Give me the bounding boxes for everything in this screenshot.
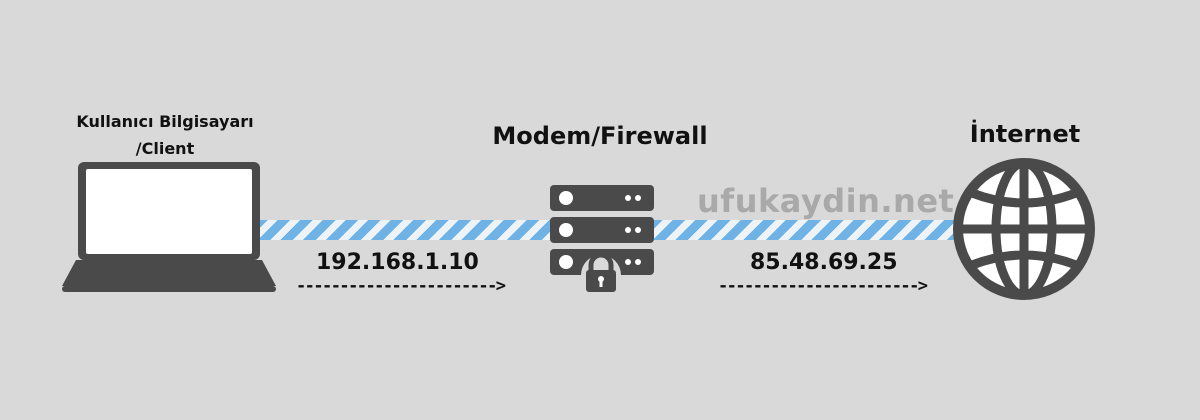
globe-icon bbox=[952, 157, 1096, 306]
arrow-modem-to-internet: -----------------------> bbox=[718, 276, 928, 296]
client-modem-link bbox=[255, 220, 555, 240]
watermark: ufukaydin.net bbox=[697, 182, 955, 220]
modem-label: Modem/Firewall bbox=[492, 122, 708, 150]
internet-label: İnternet bbox=[969, 120, 1081, 148]
arrow-client-to-modem: -----------------------> bbox=[296, 276, 506, 296]
client-label: Kullanıcı Bilgisayarı /Client bbox=[76, 112, 254, 158]
laptop-icon bbox=[62, 160, 278, 299]
public-ip: 85.48.69.25 bbox=[750, 250, 898, 275]
server-lock-icon bbox=[550, 185, 656, 300]
modem-internet-link bbox=[650, 220, 955, 240]
client-ip: 192.168.1.10 bbox=[316, 250, 479, 275]
